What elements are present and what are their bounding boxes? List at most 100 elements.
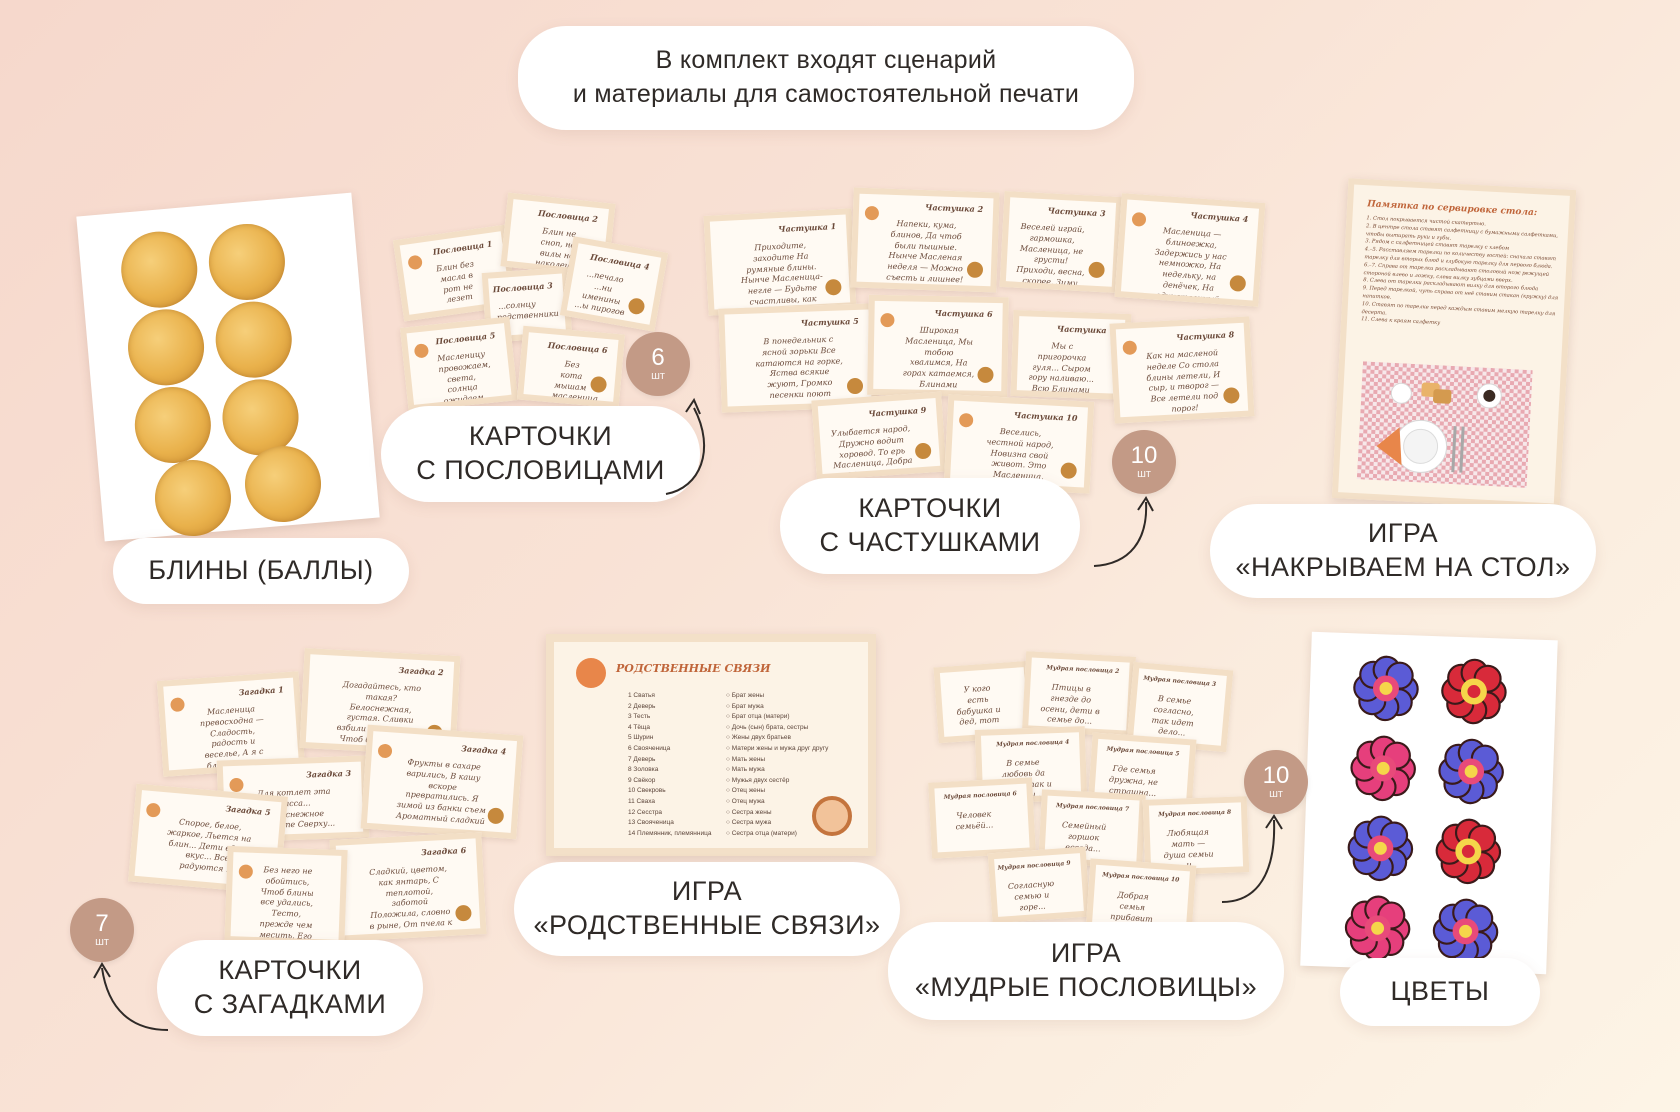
balalaika-icon — [846, 377, 864, 395]
label-mudrye: ИГРА «МУДРЫЕ ПОСЛОВИЦЫ» — [888, 922, 1284, 1020]
riddle-card: Без него не обойтись, Чтоб блины все уда… — [224, 845, 348, 947]
card-text: Блин без масла в рот не лезет — [435, 259, 475, 305]
kinship-game-title: РОДСТВЕННЫЕ СВЯЗИ — [616, 662, 771, 675]
kinship-right-item: ○ Сестра мужа — [726, 819, 772, 827]
kinship-right-item: ○ Брат отца (матери) — [726, 713, 790, 721]
card-title: Загадка 6 — [420, 844, 467, 858]
label-rodstvo-line-2: «РОДСТВЕННЫЕ СВЯЗИ» — [533, 910, 881, 940]
label-chastushki: КАРТОЧКИ С ЧАСТУШКАМИ — [780, 478, 1080, 574]
card-text: Масленицу провожаем, света, солнца ожида… — [436, 349, 491, 406]
flower-icon — [1438, 738, 1504, 805]
card-title: Мудрая пословица 6 — [943, 790, 1017, 801]
card-title: Частушка 5 — [800, 315, 859, 328]
card-title: Частушка 4 — [1190, 209, 1249, 224]
chastushka-card: Частушка 8 Как на масленой неделе Со сто… — [1109, 316, 1255, 424]
label-poslovitsy-line-1: КАРТОЧКИ — [468, 421, 613, 452]
kinship-right-item: ○ Сестра отца (матери) — [726, 829, 797, 837]
card-title: Загадка 4 — [460, 743, 507, 757]
badge-number: 6 — [651, 343, 665, 371]
chastushka-card: Частушка 4 Масленица — блиноежка, Задерж… — [1114, 193, 1266, 307]
pancake-icon — [914, 442, 932, 460]
kinship-left-item: 7 Деверь — [628, 755, 656, 763]
kinship-left-item: 8 Золовка — [628, 766, 659, 774]
balalaika-icon — [977, 366, 994, 383]
kinship-left-item: 12 Сесстра — [628, 808, 663, 816]
arrow-icon — [1221, 814, 1283, 903]
card-text: ...печало ...ни именины ...ы пирогов — [573, 269, 626, 318]
label-nakryvaem-line-1: ИГРА — [1367, 518, 1439, 549]
flowers-grid — [1300, 632, 1558, 974]
chastushka-card: Частушка 3 Веселей играй, гармошка, Масл… — [999, 190, 1123, 294]
card-title: Частушка 3 — [1047, 205, 1106, 219]
label-zagadki-line-1: КАРТОЧКИ — [218, 955, 362, 986]
card-title: Мудрая пословица 3 — [1143, 674, 1217, 689]
card-title: Частушка 6 — [934, 307, 993, 319]
balalaika-icon — [1229, 274, 1247, 292]
label-rodstvo: ИГРА «РОДСТВЕННЫЕ СВЯЗИ» — [514, 862, 900, 956]
rooster-icon — [864, 205, 880, 221]
flower-icon — [1432, 898, 1499, 965]
label-mudrye-line-2: «МУДРЫЕ ПОСЛОВИЦЫ» — [914, 972, 1258, 1002]
card-text: Напеки, кума, блинов, Да чтоб были пышны… — [886, 218, 964, 285]
flower-icon — [1353, 655, 1419, 722]
rooster-icon — [1131, 211, 1147, 227]
badge-number: 7 — [95, 909, 109, 937]
card-title: Пословица 4 — [589, 251, 651, 272]
kinship-right-item: ○ Мать мужа — [726, 766, 765, 774]
card-title: Пословица 5 — [434, 330, 496, 347]
card-text: Сладкий, цветом, как янтарь, С теплотой,… — [369, 863, 453, 941]
rooster-icon — [145, 802, 161, 818]
pancake-icon — [124, 306, 208, 389]
card-title: Мудрая пословица 5 — [1106, 745, 1180, 758]
girl-avatar-icon — [576, 658, 606, 688]
wise-card: Мудрая пословица 9 Согласную семью и гор… — [987, 846, 1091, 924]
label-chastushki-line-1: КАРТОЧКИ — [858, 493, 1002, 524]
balalaika-icon — [824, 278, 842, 296]
rooster-icon — [487, 807, 505, 825]
header-pill: В комплект входят сценарий и материалы д… — [518, 26, 1134, 130]
rooster-icon — [170, 697, 185, 713]
kinship-left-item: 5 Шурин — [628, 734, 654, 742]
pancake-icon — [407, 254, 424, 271]
flower-icon — [1350, 735, 1416, 802]
card-text: Широкая Масленица, Мы тобою хвалимся, На… — [902, 325, 975, 398]
rooster-icon — [455, 904, 472, 922]
card-text: Птицы в гнезде до осени, дети в семье до… — [1040, 682, 1101, 727]
label-nakryvaem-line-2: «НАКРЫВАЕМ НА СТОЛ» — [1235, 552, 1571, 582]
chastushka-card: Частушка 6 Широкая Масленица, Мы тобою х… — [867, 294, 1009, 398]
card-text: Без кота мышам масленица — [551, 359, 599, 404]
card-text: Как на масленой неделе Со стола блины ле… — [1146, 348, 1221, 414]
card-title: Частушка 2 — [924, 201, 984, 215]
label-bliny: БЛИНЫ (БАЛЛЫ) — [113, 538, 409, 604]
label-bliny-text: БЛИНЫ (БАЛЛЫ) — [148, 555, 374, 586]
card-text: Фрукты в сахаре варились, В кашу вскоре … — [395, 757, 487, 834]
card-text: Масленица — блиноежка, Задержись у нас н… — [1154, 226, 1227, 307]
table-game-title: Памятка по сервировке стола: — [1366, 199, 1538, 219]
table-game-rules: 1. Стол покрывается чистой скатертью. 2.… — [1361, 215, 1562, 334]
kinship-left-item: 3 Тесть — [628, 713, 651, 721]
card-title: Загадка 5 — [225, 803, 271, 818]
rooster-icon — [880, 312, 895, 328]
badge-number: 10 — [1130, 441, 1158, 469]
card-title: Мудрая пословица 9 — [997, 859, 1071, 872]
kinship-left-item: 4 Тёща — [628, 723, 650, 731]
kinship-right-item: ○ Отец мужа — [726, 798, 765, 805]
wise-card: Мудрая пословица 2 Птицы в гнезде до осе… — [1021, 651, 1137, 737]
label-tsvety-text: ЦВЕТЫ — [1390, 976, 1490, 1007]
label-nakryvaem: ИГРА «НАКРЫВАЕМ НА СТОЛ» — [1210, 504, 1596, 598]
badge-unit: шт — [1137, 467, 1151, 480]
balalaika-icon — [1222, 387, 1240, 404]
card-text: В семье согласно, так идет дело... — [1151, 694, 1195, 738]
badge-unit: шт — [651, 369, 665, 382]
kinship-right-item: ○ Матери жены и мужа друг другу — [726, 745, 829, 752]
card-title: Мудрая пословица 7 — [1055, 802, 1130, 813]
card-title: Пословица 6 — [547, 339, 609, 356]
card-title: Частушка 8 — [1175, 329, 1235, 343]
pancake-icon — [212, 298, 295, 381]
label-mudrye-line-1: ИГРА — [1050, 938, 1122, 969]
kinship-left-item: 10 Свекровь — [628, 787, 666, 795]
card-title: Мудрая пословица 10 — [1101, 871, 1180, 884]
kinship-right-item: ○ Отец жены — [726, 787, 766, 795]
label-chastushki-line-2: С ЧАСТУШКАМИ — [819, 527, 1041, 557]
kinship-left-item: 6 Свояченица — [628, 745, 671, 752]
